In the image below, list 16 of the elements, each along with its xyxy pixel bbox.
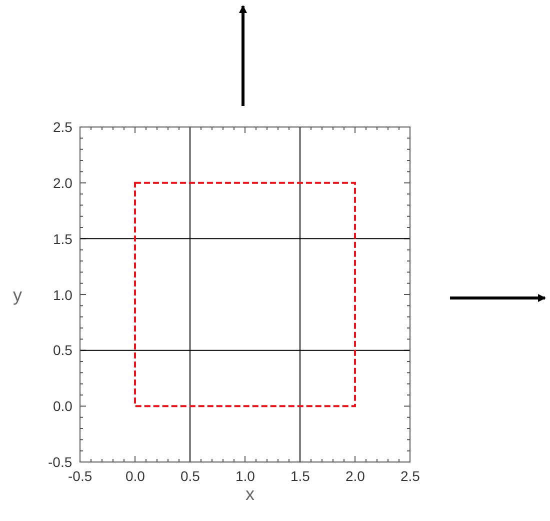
tick-label: 1.5	[290, 468, 310, 484]
tick-label: 1.5	[53, 230, 72, 247]
tick-label: 2.5	[400, 468, 420, 484]
tick-label: -0.5	[48, 454, 72, 470]
tick-label: 2.5	[53, 119, 72, 135]
tick-label: 2.0	[53, 174, 72, 191]
tick-label: 1.0	[236, 468, 255, 484]
tick-label: 0.5	[53, 342, 72, 358]
axis-title: x	[246, 486, 254, 502]
tick-label: 0.5	[180, 468, 200, 484]
axis-title: y	[13, 286, 22, 302]
tick-label: 0.0	[126, 468, 145, 484]
tick-label: 0.0	[53, 398, 72, 414]
tick-label: -0.5	[68, 468, 92, 484]
tick-label: 2.0	[346, 468, 365, 484]
tick-label: 1.0	[53, 286, 72, 302]
